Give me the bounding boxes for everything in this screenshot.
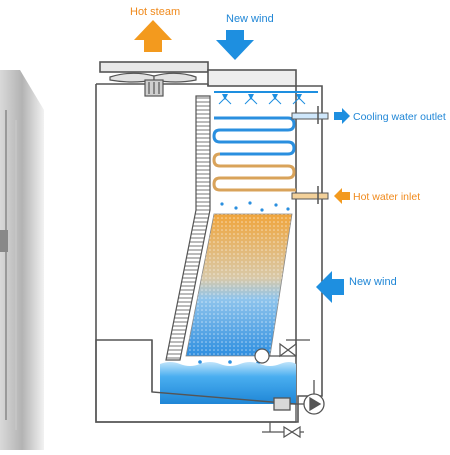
cooling-water-outlet-label: Cooling water outlet [353,111,446,123]
valve-icon [280,344,296,356]
new-wind-side-arrow [316,271,344,303]
hot-steam-arrow [134,20,172,52]
hot-steam-label: Hot steam [130,6,180,18]
drain-valve-icon [262,422,304,437]
heat-exchange-coil [214,118,296,190]
spray-header [214,92,318,104]
cooling-water-outlet-arrow [334,108,350,124]
new-wind-side-label: New wind [349,276,397,288]
new-wind-top-arrow [216,30,254,60]
hot-water-inlet-arrow [334,188,350,204]
left-side-panel [0,70,44,450]
hot-water-inlet-label: Hot water inlet [353,191,420,203]
new-wind-top-label: New wind [226,13,274,25]
